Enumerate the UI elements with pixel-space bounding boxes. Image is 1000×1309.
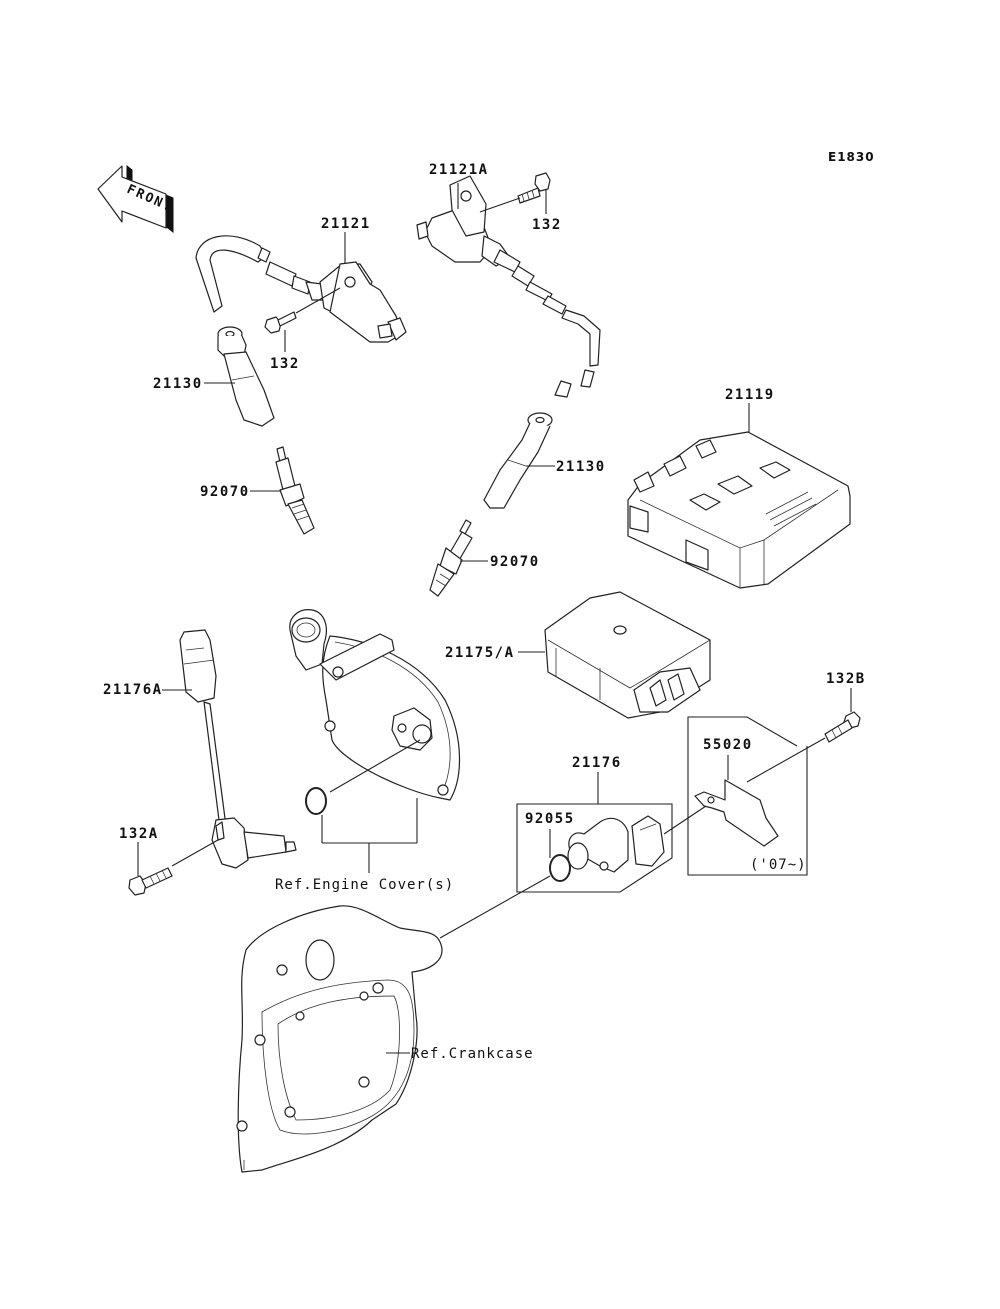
year-note: ('07~): [750, 857, 807, 873]
part-label-92070-left: 92070: [200, 484, 250, 500]
part-label-132-top: 132: [532, 217, 562, 233]
ref-crankcase: Ref.Crankcase: [411, 1046, 534, 1062]
plug-cap-21130-right[interactable]: [483, 412, 553, 509]
bracket-55020[interactable]: [694, 779, 779, 847]
bolt-132-top[interactable]: [517, 172, 551, 204]
diagram-code: E1830: [828, 150, 875, 164]
bolt-132A[interactable]: [128, 867, 173, 896]
sensor-group-frame-top: [516, 803, 673, 858]
o-ring-92055[interactable]: [549, 854, 571, 882]
part-label-92070-right: 92070: [490, 554, 540, 570]
front-arrow-icon: FRONT: [97, 164, 175, 234]
part-label-21130-left: 21130: [153, 376, 203, 392]
igniter-21175A[interactable]: [544, 591, 711, 719]
plug-cap-21130-left[interactable]: [217, 326, 275, 427]
bracket-group-frame: [687, 716, 808, 876]
part-label-92055: 92055: [525, 811, 575, 827]
ignition-coil-21121A[interactable]: [416, 175, 601, 398]
sensor-group-frame-bottom: [516, 808, 673, 893]
part-label-55020: 55020: [703, 737, 753, 753]
crankcase[interactable]: [236, 905, 443, 1173]
part-label-21121A: 21121A: [429, 162, 489, 178]
part-label-21121: 21121: [321, 216, 371, 232]
ignition-coil-21121[interactable]: [195, 235, 407, 343]
part-label-21130-right: 21130: [556, 459, 606, 475]
spark-plug-92070-left[interactable]: [275, 446, 315, 535]
part-label-21175A: 21175/A: [445, 645, 515, 661]
sensor-21176A[interactable]: [179, 629, 297, 869]
part-label-132A: 132A: [119, 826, 159, 842]
spark-plug-92070-right[interactable]: [429, 519, 473, 597]
ref-engine-cover: Ref.Engine Cover(s): [275, 877, 454, 893]
bolt-132-left[interactable]: [264, 311, 297, 334]
part-label-21119: 21119: [725, 387, 775, 403]
engine-cover[interactable]: [289, 609, 461, 801]
o-ring-engine-cover[interactable]: [305, 787, 327, 815]
part-label-21176A: 21176A: [103, 682, 163, 698]
ecu-21119[interactable]: [627, 431, 851, 589]
part-label-132B: 132B: [826, 671, 866, 687]
part-label-21176: 21176: [572, 755, 622, 771]
part-label-132-left: 132: [270, 356, 300, 372]
bolt-132B[interactable]: [824, 711, 861, 743]
crank-sensor-21176[interactable]: [567, 815, 665, 873]
